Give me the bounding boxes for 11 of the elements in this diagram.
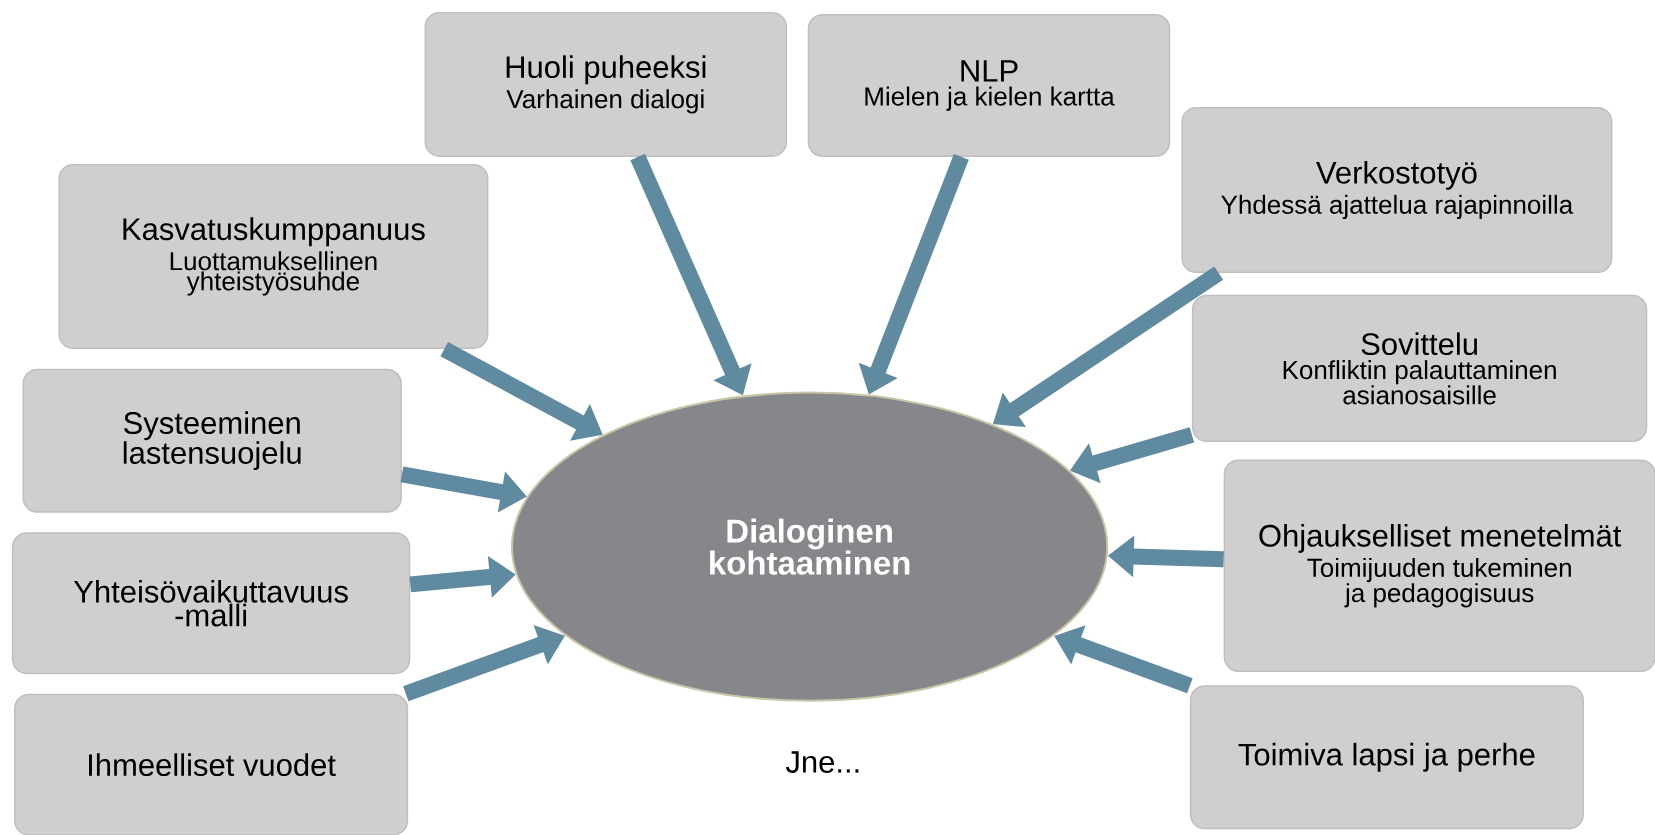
- topic-box: Sovittelu Konfliktin palauttaminen asianosaisille: [1191, 294, 1648, 442]
- topic-box: NLP Mielen ja kielen kartta: [807, 14, 1171, 157]
- topic-box: Ohjaukselliset menetelmät Toimijuuden tukeminen ja pedagogisuus: [1223, 459, 1655, 672]
- topic-box: Systeeminen lastensuojelu: [22, 368, 402, 513]
- topic-box: Yhteisövaikuttavuus -malli: [11, 532, 411, 675]
- topic-box: Verkostotyö Yhdessä ajattelua rajapinnoilla: [1181, 106, 1613, 274]
- topic-box: Huoli puheeksi Varhainen dialogi: [424, 11, 788, 157]
- topic-box: Toimiva lapsi ja perhe: [1189, 685, 1584, 830]
- note-text: Jne...: [785, 751, 859, 773]
- topic-box: Kasvatuskumppanuus Luottamuksellinen yhteistyösuhde: [58, 163, 489, 350]
- topic-box: Ihmeelliset vuodet: [14, 693, 409, 835]
